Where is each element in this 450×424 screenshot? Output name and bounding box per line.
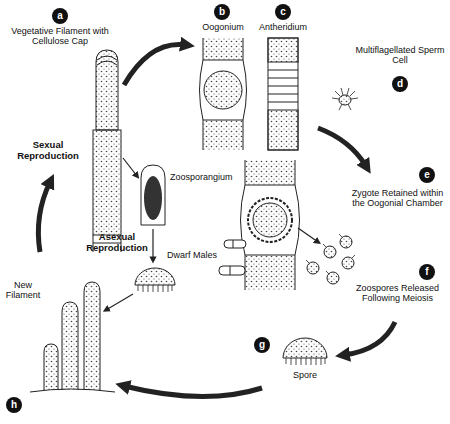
part-label: Zoospores Released Following Meiosis [350, 283, 445, 304]
cellulose-cap [97, 56, 117, 65]
section-label: Sexual Reproduction [8, 140, 88, 162]
antheridial-cells [268, 70, 298, 102]
filament-cell [245, 160, 295, 185]
callout-letter: f [419, 264, 435, 280]
part-label: Multiflagellated Sperm Cell [355, 45, 445, 66]
asexual-arrow [106, 294, 133, 310]
callout-circle: h [6, 397, 22, 413]
part-label: Dwarf Males [166, 250, 218, 260]
part-label: New Filament [2, 280, 44, 301]
zygote-wall [248, 198, 292, 242]
zoospore-mass [144, 176, 162, 220]
callout-circle: d [392, 76, 408, 92]
part-label: Zygote Retained within the Oogonial Cham… [350, 188, 445, 209]
dwarf-male [219, 266, 245, 275]
zoospore [324, 246, 336, 258]
callout-circle: c [275, 4, 291, 20]
filament-cell [93, 130, 121, 235]
cycle-arrow [124, 386, 262, 397]
flagella [306, 234, 355, 274]
callout-circle: b [214, 4, 230, 20]
circle-fill [254, 337, 270, 353]
callout-circle: e [419, 167, 435, 183]
zoospore [135, 268, 175, 285]
filament-cell [96, 50, 118, 130]
callout-letter: a [52, 8, 68, 24]
filament-cell [245, 255, 295, 290]
oogonial-chamber [241, 160, 300, 290]
part-label: Zoosporangium [170, 172, 240, 182]
circle-fill [419, 167, 435, 183]
cycle-arrow [124, 45, 186, 86]
new-filament [44, 344, 58, 390]
part-label: Vegetative Filament with Cellulose Cap [10, 26, 110, 47]
dwarf-male [224, 240, 246, 248]
zoospore [340, 236, 352, 248]
callout-circle: a [52, 8, 68, 24]
filament-cell [268, 110, 298, 150]
egg-cell [204, 71, 242, 109]
section-label: Asexual Reproduction [84, 232, 150, 254]
circle-fill [419, 264, 435, 280]
zoospores [307, 236, 354, 284]
part-label: Antheridium [248, 22, 318, 32]
dwarf-male [230, 240, 233, 275]
circle-fill [214, 4, 230, 20]
asexual-arrow [123, 158, 137, 176]
callout-letter: b [214, 4, 230, 20]
cycle-arrow [38, 182, 50, 252]
flagella [286, 358, 325, 365]
circle-fill [275, 4, 291, 20]
callout-letter: e [419, 167, 435, 183]
zoosporangium-cell [141, 165, 165, 225]
spore [283, 338, 327, 358]
zoospore [307, 262, 319, 274]
cycle-arrow [318, 128, 366, 166]
circle-fill [392, 76, 408, 92]
circle-fill [6, 397, 22, 413]
zygote [253, 203, 287, 237]
flagella [332, 88, 358, 110]
callout-letter: h [6, 397, 22, 413]
callout-letter: c [275, 4, 291, 20]
callout-circle: f [419, 264, 435, 280]
zoospore [342, 257, 354, 269]
filament-cell [203, 120, 243, 150]
callout-letter: d [392, 76, 408, 92]
oogonium-wall [200, 38, 247, 150]
release-arrow [298, 228, 318, 242]
antheridium-filament [268, 38, 298, 150]
callout-circle: g [254, 337, 270, 353]
part-label: Spore [282, 370, 328, 380]
part-label: Oogonium [187, 22, 259, 32]
circle-fill [52, 8, 68, 24]
cycle-arrow [344, 322, 395, 355]
sperm-cell [339, 95, 351, 105]
filament-cell [203, 38, 243, 60]
new-filament [84, 282, 100, 390]
filament-cell [268, 38, 298, 62]
new-filament [62, 302, 78, 390]
flagella [138, 285, 172, 292]
callout-letter: g [254, 337, 270, 353]
substrate [30, 389, 115, 392]
asexual-arrow [152, 229, 153, 260]
